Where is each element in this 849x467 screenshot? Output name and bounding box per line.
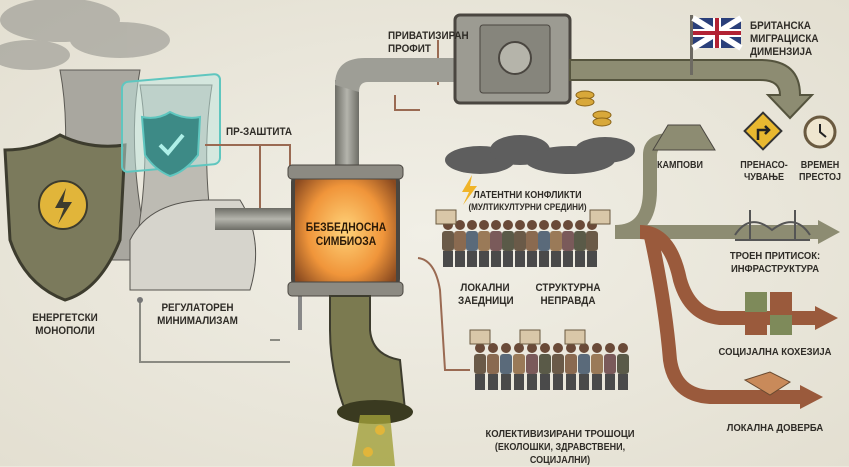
label-line: СТРУКТУРНА xyxy=(535,282,601,294)
person-icon xyxy=(526,220,538,267)
branch-arrow-trust xyxy=(643,230,823,409)
tent-icon xyxy=(652,124,716,151)
person-icon xyxy=(574,220,586,267)
label-line: МИГРАЦИСКА xyxy=(750,33,819,46)
person-icon xyxy=(565,343,577,390)
label-line: (ЕКОЛОШКИ, ЗДРАВСТВЕНИ, СОЦИЈАЛНИ) xyxy=(494,441,626,466)
coins-icon xyxy=(575,90,612,127)
protest-sign-icon xyxy=(519,329,541,345)
label-social-cohesion: СОЦИЈАЛНА КОХЕЗИЈА xyxy=(718,346,832,358)
pipe xyxy=(215,208,305,230)
protest-sign-icon xyxy=(435,209,457,225)
label-camps: КАМПОВИ xyxy=(657,160,703,171)
radiation-shield-icon xyxy=(3,133,127,302)
person-icon xyxy=(562,220,574,267)
label-line: ДИМЕНЗИЈА xyxy=(750,46,813,59)
label-line: КОЛЕКТИВИЗИРАНИ ТРОШОЦИ xyxy=(485,428,635,440)
label-line: ТРОЕН ПРИТИСОК: xyxy=(729,250,821,262)
person-icon xyxy=(591,343,603,390)
pr-shield-icon xyxy=(121,73,221,178)
label-line: РЕГУЛАТОРЕН xyxy=(161,302,234,314)
uk-flag-icon xyxy=(691,15,743,51)
label-line: ЛОКАЛНИ xyxy=(460,282,510,294)
label-line: СИМБИОЗА xyxy=(315,235,377,248)
label-line: ПРЕНАСО- xyxy=(740,160,788,171)
person-icon xyxy=(578,343,590,390)
label-line: МОНОПОЛИ xyxy=(35,325,95,338)
label-line: БРИТАНСКА xyxy=(750,20,811,32)
flagpole xyxy=(690,15,693,75)
label-line: (МУЛТИКУЛТУРНИ СРЕДИНИ) xyxy=(468,202,587,212)
storm-clouds-icon xyxy=(445,135,635,174)
label-line: ВРЕМЕН xyxy=(800,160,840,171)
person-icon xyxy=(474,343,486,390)
person-icon xyxy=(514,220,526,267)
lightning-icon xyxy=(462,175,477,205)
label-pr-protection: ПР-ЗАШТИТА xyxy=(226,126,293,138)
pipe xyxy=(335,58,460,92)
waste-pipe xyxy=(329,295,413,466)
road-sign-icon xyxy=(743,111,783,151)
protest-sign-icon xyxy=(589,209,611,225)
safe-icon xyxy=(453,13,572,105)
person-icon xyxy=(552,343,564,390)
puzzle-icon xyxy=(745,292,792,335)
label-infrastructure: ТРОЕН ПРИТИСОК:ИНФРАСТРУКТУРА xyxy=(721,250,829,275)
bridge-icon xyxy=(734,210,811,241)
person-icon xyxy=(526,343,538,390)
label-line: НЕПРАВДА xyxy=(540,295,596,308)
pipe xyxy=(335,80,359,180)
label-line: МИНИМАЛИЗАМ xyxy=(157,315,238,328)
label-line: ЗАЕДНИЦИ xyxy=(458,295,514,308)
person-icon xyxy=(539,343,551,390)
person-icon xyxy=(466,220,478,267)
person-icon xyxy=(500,343,512,390)
label-line: ПРЕСТОЈ xyxy=(798,172,842,183)
person-icon xyxy=(604,343,616,390)
label-line: ЛАТЕНТНИ КОНФЛИКТИ xyxy=(473,190,582,201)
person-icon xyxy=(538,220,550,267)
arrow-to-britain xyxy=(569,59,815,120)
person-icon xyxy=(487,343,499,390)
handshake-icon xyxy=(743,371,792,396)
label-latent-conflicts: ЛАТЕНТНИ КОНФЛИКТИ(МУЛТИКУЛТУРНИ СРЕДИНИ… xyxy=(449,190,607,214)
label-collectivized-costs: КОЛЕКТИВИЗИРАНИ ТРОШОЦИ(ЕКОЛОШКИ, ЗДРАВС… xyxy=(466,428,655,467)
person-icon xyxy=(586,220,598,267)
person-icon xyxy=(478,220,490,267)
person-icon xyxy=(490,220,502,267)
label-local-trust: ЛОКАЛНА ДОВЕРБА xyxy=(726,422,824,434)
label-line: ИНФРАСТРУКТУРА xyxy=(730,262,820,275)
person-icon xyxy=(513,343,525,390)
protest-sign-icon xyxy=(469,329,491,345)
label-line: ЧУВАЊЕ xyxy=(743,172,785,183)
label-line: ПРОФИТ xyxy=(388,43,431,56)
label-line: ЕНЕРГЕТСКИ xyxy=(32,312,98,324)
smoke xyxy=(0,0,170,70)
protest-sign-icon xyxy=(564,329,586,345)
person-icon xyxy=(617,343,629,390)
clock-icon xyxy=(803,115,837,149)
label-line: ПРИВАТИЗИРАН xyxy=(388,30,469,42)
label-rerouting: ПРЕНАСО-ЧУВАЊЕ xyxy=(737,160,791,184)
label-line: БЕЗБЕДНОСНА xyxy=(305,222,387,234)
person-icon xyxy=(442,220,454,267)
minimalism-connector xyxy=(137,297,290,363)
person-icon xyxy=(502,220,514,267)
security-symbiosis-vessel xyxy=(287,164,404,297)
person-icon xyxy=(550,220,562,267)
person-icon xyxy=(454,220,466,267)
